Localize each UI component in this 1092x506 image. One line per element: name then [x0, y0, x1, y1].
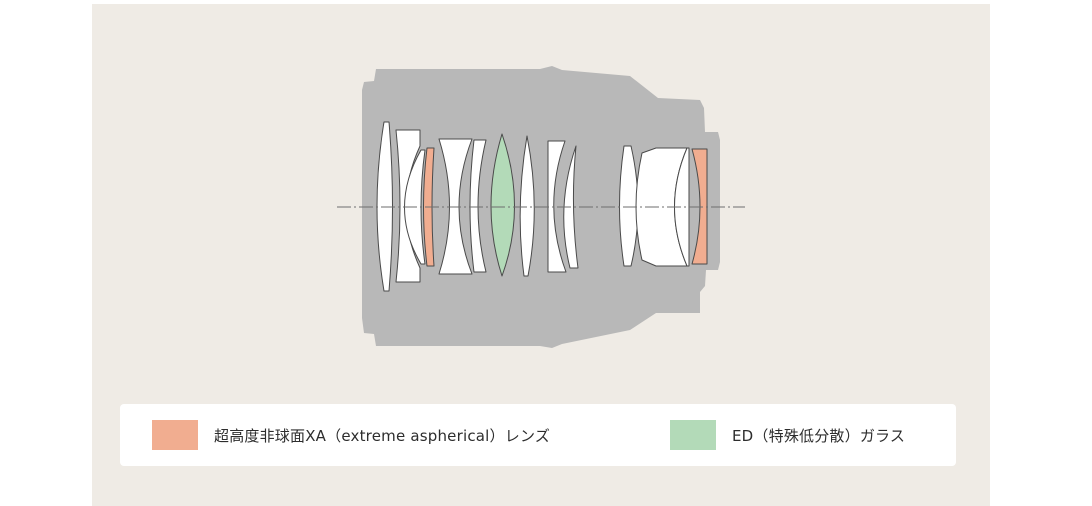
- legend-item-ed: ED（特殊低分散）ガラス: [670, 404, 905, 466]
- lens-element-6: [469, 139, 487, 273]
- lens-element-9: [547, 140, 567, 273]
- lens-element-8: [519, 135, 535, 277]
- lens-element-xa-2: [691, 148, 708, 265]
- legend: 超高度非球面XA（extreme aspherical）レンズ ED（特殊低分散…: [120, 404, 956, 466]
- lens-element-13: [674, 147, 690, 267]
- legend-item-xa: 超高度非球面XA（extreme aspherical）レンズ: [152, 404, 550, 466]
- lens-element-11: [619, 145, 639, 267]
- legend-label-ed: ED（特殊低分散）ガラス: [732, 426, 906, 445]
- lens-construction-diagram: [337, 66, 745, 348]
- xa-lens-swatch: [152, 420, 198, 450]
- lens-element-ed-1: [490, 133, 515, 277]
- ed-glass-swatch: [670, 420, 716, 450]
- legend-label-xa: 超高度非球面XA（extreme aspherical）レンズ: [214, 426, 551, 445]
